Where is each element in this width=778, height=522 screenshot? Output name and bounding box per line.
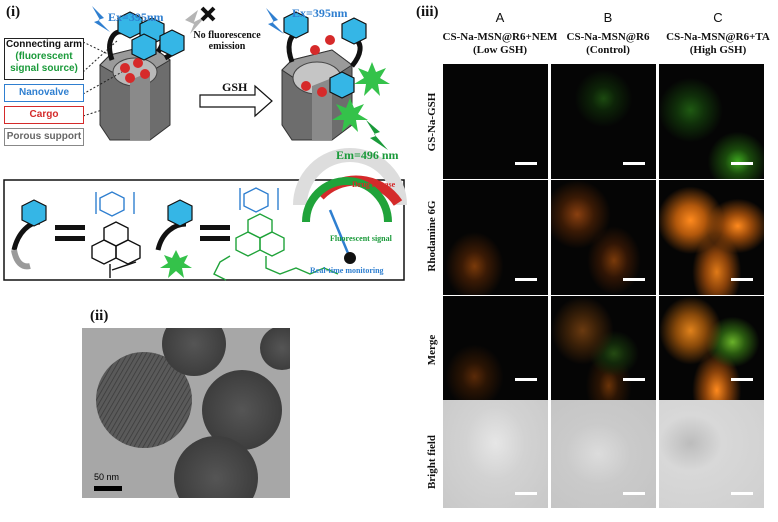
porous-support-right	[281, 49, 353, 141]
gsh-label: GSH	[222, 80, 248, 94]
column-title-a: CS-Na-MSN@R6+NEM	[442, 31, 558, 43]
legend-connecting-arm-title: Connecting arm	[5, 39, 83, 50]
tem-particle	[202, 370, 282, 450]
image-a-rhodamine	[443, 180, 548, 295]
legend-connecting-arm: Connecting arm (fluorescent signal sourc…	[4, 38, 84, 80]
panel-label-ii: (ii)	[90, 308, 109, 324]
tem-particle	[96, 352, 192, 448]
row-label-gsh: GS-Na-GSH	[426, 92, 438, 152]
gauge-fluorescent-signal-label: Fluorescent signal	[330, 234, 392, 243]
cargo-right	[301, 35, 335, 97]
image-c-merge	[659, 296, 764, 411]
emission-label: Em=496 nm	[336, 148, 399, 162]
cargo-left	[120, 58, 150, 83]
panel-label-iii: (iii)	[416, 4, 439, 20]
image-a-merge	[443, 296, 548, 411]
excitation-label-left: Ex=395nm	[108, 10, 164, 24]
column-condition-c: (High GSH)	[689, 44, 747, 56]
column-title-b: CS-Na-MSN@R6	[566, 31, 650, 43]
column-header-a: A CS-Na-MSN@R6+NEM (Low GSH)	[440, 10, 560, 57]
image-b-rhodamine	[551, 180, 656, 295]
excitation-label-right: Ex=395nm	[292, 6, 348, 20]
legend-cargo: Cargo	[4, 106, 84, 124]
fluorescence-star-icon	[332, 62, 390, 132]
image-c-bright-field	[659, 400, 764, 508]
image-b-gsh	[551, 64, 656, 179]
tem-particle	[260, 328, 290, 370]
gauge-monitoring-label: Real-time monitoring	[310, 266, 384, 275]
image-a-gsh	[443, 64, 548, 179]
image-c-gsh	[659, 64, 764, 179]
legend-porous-support: Porous support	[4, 128, 84, 146]
tem-scale-label: 50 nm	[94, 472, 120, 482]
column-header-b: B CS-Na-MSN@R6 (Control)	[552, 10, 664, 57]
column-letter-a: A	[495, 10, 505, 25]
tem-scale-bar	[94, 486, 122, 491]
tem-particle	[162, 328, 226, 376]
column-header-c: C CS-Na-MSN@R6+TA (High GSH)	[660, 10, 776, 57]
row-label-merge: Merge	[426, 334, 438, 366]
image-c-rhodamine	[659, 180, 764, 295]
panel-label-i: (i)	[6, 4, 21, 20]
porous-support-left	[99, 44, 171, 141]
schematic-illustration	[3, 6, 407, 281]
column-title-c: CS-Na-MSN@R6+TA	[666, 31, 770, 43]
no-emission-label: No fluorescence emission	[193, 30, 261, 52]
image-a-bright-field	[443, 400, 548, 508]
gsh-arrow	[199, 84, 273, 118]
column-condition-b: (Control)	[586, 44, 630, 56]
release-gauge	[293, 148, 407, 264]
row-label-rhodamine: Rhodamine 6G	[426, 200, 438, 272]
image-b-merge	[551, 296, 656, 411]
column-letter-c: C	[713, 10, 723, 25]
column-letter-b: B	[603, 10, 613, 25]
image-b-bright-field	[551, 400, 656, 508]
column-condition-a: (Low GSH)	[472, 44, 528, 56]
tem-particle	[174, 436, 258, 498]
gauge-drug-release-label: Drug release	[352, 180, 396, 189]
no-emission-x-icon	[200, 6, 216, 22]
tem-image: 50 nm	[82, 328, 290, 498]
legend-nanovalve: Nanovalve	[4, 84, 84, 102]
legend-fluor-source: (fluorescent signal source)	[10, 51, 78, 74]
row-label-bright-field: Bright field	[426, 434, 438, 490]
